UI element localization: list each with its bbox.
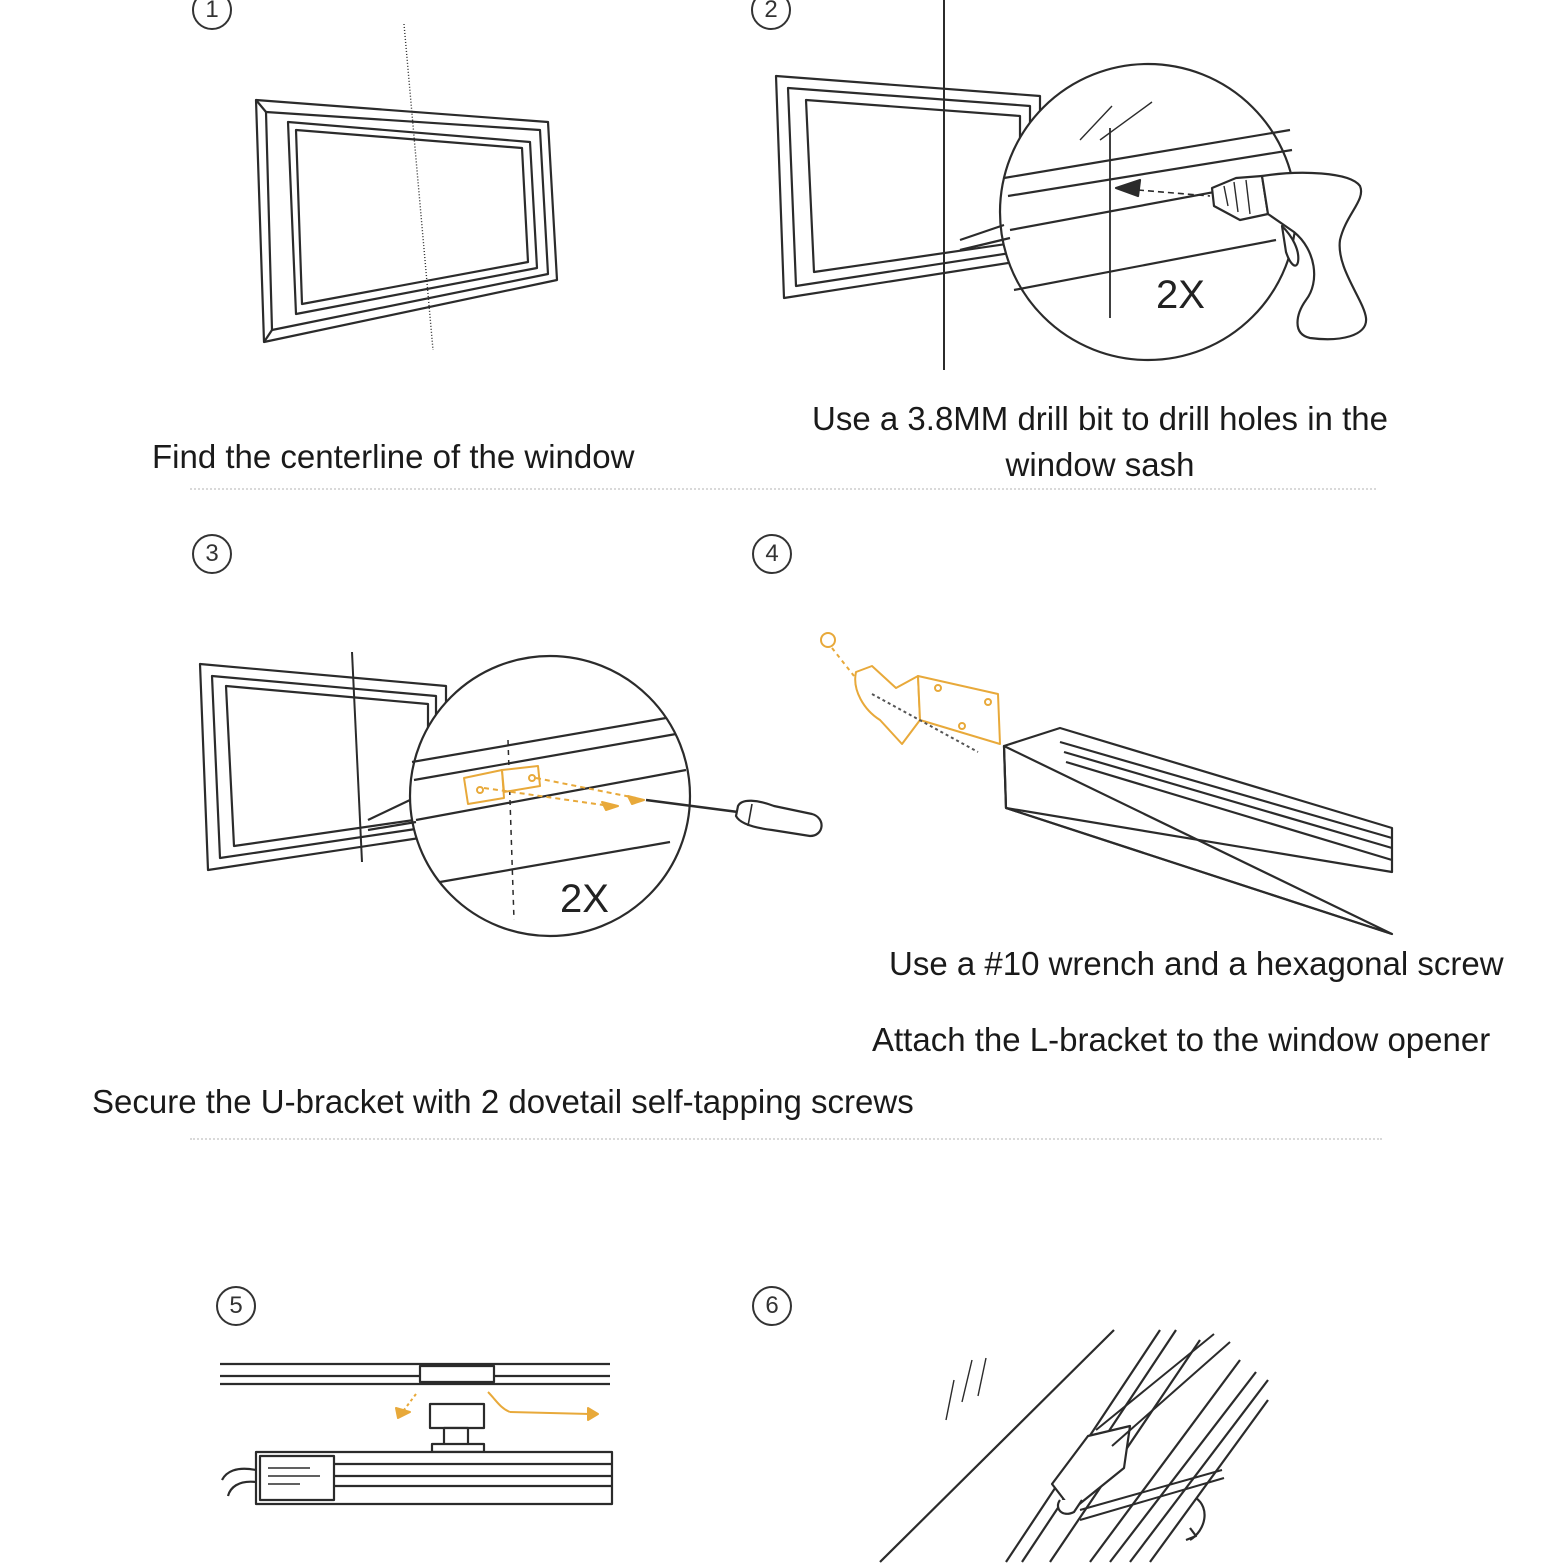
step-number-4: 4 — [752, 534, 792, 574]
step-number-5: 5 — [216, 1286, 256, 1326]
step-2-callout: 2X — [1156, 273, 1205, 317]
step-number-6: 6 — [752, 1286, 792, 1326]
row-divider — [190, 1138, 1382, 1140]
step-3-callout: 2X — [560, 877, 609, 921]
step-5-mount-illustration — [220, 1362, 614, 1506]
step-1-caption: Find the centerline of the window — [152, 438, 635, 475]
step-1-window-illustration — [254, 23, 559, 351]
step-number-3: 3 — [192, 534, 232, 574]
step-4-caption-2: Attach the L-bracket to the window opene… — [872, 1021, 1491, 1058]
step-3-caption: Secure the U-bracket with 2 dovetail sel… — [92, 1083, 914, 1120]
centerline — [403, 23, 434, 351]
row-divider — [190, 488, 1376, 490]
window-opener-icon — [1050, 1333, 1231, 1542]
screwdriver-icon — [645, 798, 823, 838]
step-2-drill-illustration — [774, 0, 1368, 370]
step-3-u-bracket-illustration — [198, 651, 823, 938]
step-4-caption-1: Use a #10 wrench and a hexagonal screw — [889, 945, 1504, 982]
u-bracket-icon — [463, 765, 645, 811]
step-2-caption: Use a 3.8MM drill bit to drill holes in … — [812, 400, 1388, 483]
step-4-l-bracket-illustration — [820, 632, 1394, 936]
l-bracket-icon — [820, 632, 1001, 753]
drill-icon — [1210, 171, 1368, 341]
step-6-attached-illustration — [879, 1329, 1269, 1563]
